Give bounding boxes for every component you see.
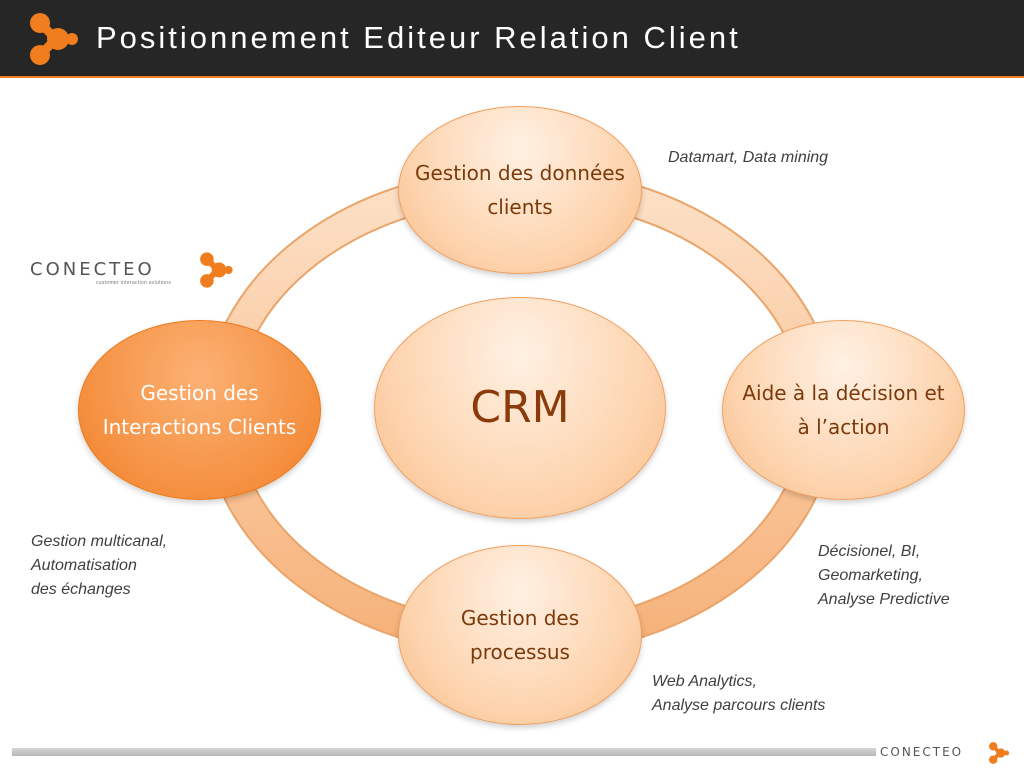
annotation-top: Datamart, Data mining [668, 149, 829, 166]
slide-title: Positionnement Editeur Relation Client [96, 20, 741, 55]
node-gestion-processus: Gestion des processus [398, 545, 642, 725]
node-gestion-interactions-clients: Gestion des Interactions Clients [78, 320, 321, 500]
node-aide-decision: Aide à la décision et à l’action [722, 320, 965, 500]
center-label: CRM [470, 382, 570, 433]
node-label: Gestion des données clients [415, 161, 625, 219]
footer-wordmark: CONECTEO [880, 745, 964, 759]
conecteo-logo-icon [200, 252, 233, 288]
node-gestion-donnees-clients: Gestion des données clients [398, 106, 642, 274]
brand-tagline: customer interaction solutions [96, 280, 172, 286]
annotation-bottom: Web Analytics, Analyse parcours clients [652, 673, 826, 714]
footer-brand: CONECTEO [880, 740, 1020, 766]
slide-header: Positionnement Editeur Relation Client [0, 0, 1024, 78]
annotation-right: Décisionel, BI, Geomarketing, Analyse Pr… [818, 543, 950, 608]
node-label: Aide à la décision et à l’action [742, 381, 945, 439]
node-label: Gestion des Interactions Clients [102, 381, 297, 439]
brand-wordmark: CONECTEO [30, 259, 155, 280]
node-label: Gestion des processus [460, 606, 580, 664]
node-crm-center: CRM [374, 297, 666, 519]
annotation-left: Gestion multicanal, Automatisation des é… [31, 533, 168, 598]
footer-bar [12, 748, 876, 756]
conecteo-brand: CONECTEO customer interaction solutions [30, 249, 240, 293]
conecteo-logo-icon [989, 742, 1010, 764]
conecteo-logo-icon [30, 13, 78, 65]
